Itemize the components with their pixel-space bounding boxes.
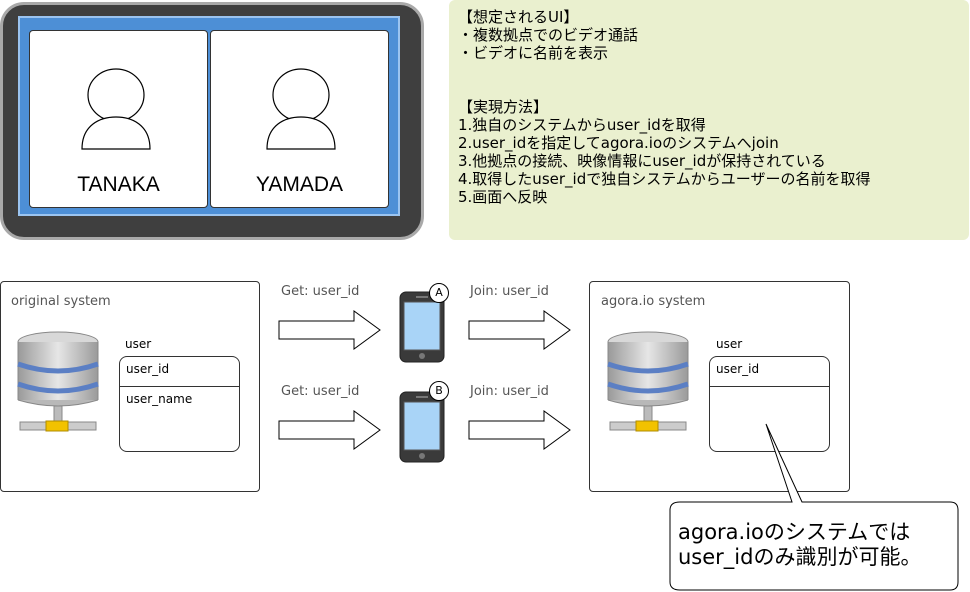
arrow-right-icon [278,310,381,350]
table-divider [120,386,239,387]
agora-system-title: agora.io system [601,294,706,309]
arrow-right-icon [468,310,571,350]
video-tile-1: TANAKA [29,30,208,208]
get-label-a: Get: user_id [281,284,360,299]
note-line: ・ビデオに名前を表示 [458,44,609,62]
field-user-id: user_id [126,362,170,376]
participant-name: YAMADA [255,173,344,196]
callout-bubble [669,423,959,591]
callout-line: agora.ioのシステムでは [678,520,911,544]
note-line: 5.画面へ反映 [458,188,548,206]
note-line: 1.独自のシステムからuser_idを取得 [458,116,706,134]
arrow-right-icon [278,410,381,450]
note-line: ​ [458,80,870,98]
video-tile-2: YAMADA [210,30,389,208]
note-line: 3.他拠点の接続、映像情報にuser_idが保持されている [458,152,826,170]
device-badge-b: B [429,381,449,401]
note-line: 【実現方法】 [458,98,549,116]
note-line: 4.取得したuser_idで独自システムからユーザーの名前を取得 [458,170,871,188]
participant-name: TANAKA [77,173,160,196]
join-label-a: Join: user_id [470,284,549,299]
smartphone-icon [399,391,445,463]
table-divider [710,386,829,387]
table-title: user [125,337,152,351]
note-line: 【想定されるUI】 [458,8,579,26]
join-label-b: Join: user_id [470,384,549,399]
original-system-title: original system [11,294,111,309]
note-line: ​ [458,62,870,80]
field-user-id: user_id [716,362,760,376]
arrow-right-icon [468,410,571,450]
field-user-name: user_name [126,392,193,406]
callout-line: user_idのみ識別が可能。 [678,545,922,569]
device-badge-a: A [429,283,449,303]
note-line: ・複数拠点でのビデオ通話 [458,26,639,44]
database-icon [17,331,99,432]
callout-text: agora.ioのシステムでは user_idのみ識別が可能。 [678,520,921,570]
database-icon [607,331,689,432]
note-line: 2.user_idを指定してagora.ioのシステムへjoin [458,134,779,152]
note-text: 【想定されるUI】 ・複数拠点でのビデオ通話 ・ビデオに名前を表示 ​ ​ 【実… [458,8,870,206]
table-title: user [716,337,743,351]
note-box [449,0,969,240]
smartphone-icon [399,291,445,363]
user-avatar-icon [266,68,336,150]
user-table: user_id user_name [119,356,240,452]
get-label-b: Get: user_id [281,384,360,399]
user-avatar-icon [81,68,151,150]
